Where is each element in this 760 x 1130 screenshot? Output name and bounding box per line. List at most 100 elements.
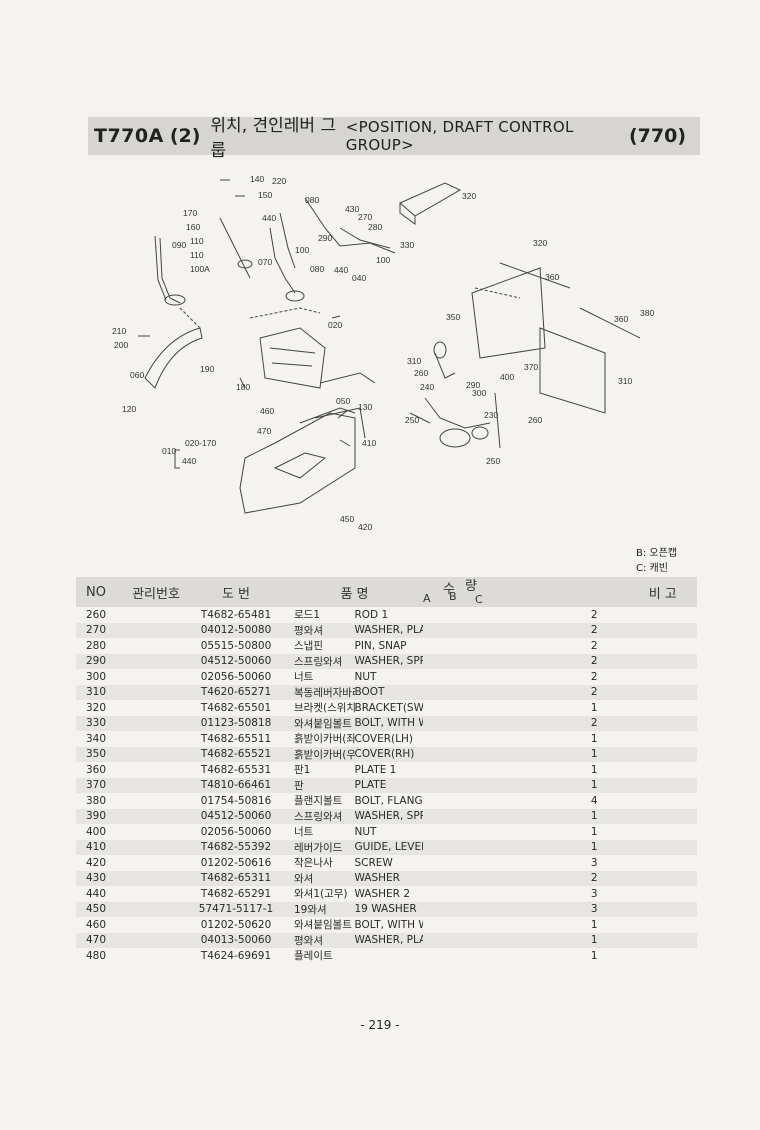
cell-qty-c: 3 [590,887,598,900]
cell-mgmt-no [126,948,186,964]
cell-mgmt-no [126,700,186,716]
diagram-callouts: 140 220 150 170 160 090 110 110 100A 440… [112,174,654,532]
col-no: NO [76,577,126,607]
cell-qty-c: 1 [590,732,598,745]
cell-qty-b [491,870,560,886]
cell-qty-b [491,715,560,731]
svg-text:250: 250 [405,415,419,425]
cell-no: 390 [76,808,126,824]
cell-name-korean: 와셔 [286,870,355,886]
cell-no: 340 [86,732,107,745]
svg-text:110: 110 [190,236,204,246]
cell-qty-c: 1 [590,763,598,776]
cell-name-english: WASHER, PLAIN [354,622,423,638]
cell-name-korean: 너트 [294,826,314,839]
cell-mgmt-no [126,715,186,731]
svg-text:060: 060 [130,370,144,380]
cell-remarks [629,669,698,685]
cell-qty-a [423,948,492,964]
page-subcode: (2) [169,125,201,147]
cell-remarks [629,793,698,809]
cell-name-korean: 플레이트 [294,950,333,963]
page-code: T770A [94,125,164,147]
cell-name-korean: 판1 [294,764,311,777]
cell-name-korean: 평와셔 [286,622,355,638]
cell-name-korean: 평와셔 [286,932,355,948]
svg-text:110: 110 [190,250,204,260]
cell-name-english: WASHER 2 [354,887,411,900]
cell-qty-b [492,669,561,685]
cell-no: 330 [76,715,126,731]
cell-remarks [628,839,697,855]
cell-qty-a [423,793,492,809]
cell-qty-a [423,746,492,762]
cell-remarks [629,824,698,840]
cell-remarks [629,917,698,933]
cell-mgmt-no [126,653,186,669]
cell-name-english: NUT [354,670,377,683]
svg-text:170: 170 [183,208,197,218]
cell-qty-b [491,808,560,824]
cell-qty-b [492,824,561,840]
legend-c: C: 캐빈 [636,563,668,574]
cell-qty-a [423,669,492,685]
svg-text:100A: 100A [190,264,210,274]
cell-qty-a [423,901,492,917]
cell-remarks [628,622,697,638]
qty-col-b: B [449,590,457,603]
cell-remarks [629,855,698,871]
cell-remarks [629,700,698,716]
cell-name-english: PLATE [354,777,423,793]
cell-remarks [629,762,698,778]
page-number: - 219 - [360,1018,400,1032]
cell-qty-a [423,824,492,840]
cell-mgmt-no [126,731,186,747]
cell-qty-c: 1 [590,949,598,962]
cell-remarks [628,777,697,793]
cell-mgmt-no [126,932,186,948]
cell-name-korean: 와셔붙임볼트 [286,715,355,731]
svg-text:160: 160 [186,222,200,232]
cell-no: 350 [76,746,126,762]
cell-part-no: 57471-5117-1 [186,901,286,917]
svg-text:330: 330 [400,240,414,250]
svg-text:420: 420 [358,522,372,532]
cell-mgmt-no [126,762,186,778]
cell-no: 450 [76,901,126,917]
qty-label-1: 수 [443,582,455,597]
svg-text:090: 090 [172,240,186,250]
cell-qty-c: 4 [590,794,598,807]
cell-qty-b [491,622,560,638]
cell-qty-c: 1 [560,808,629,824]
cell-qty-c: 1 [590,701,598,714]
svg-text:440: 440 [334,265,348,275]
svg-text:440: 440 [262,213,276,223]
svg-text:440: 440 [182,456,196,466]
cell-part-no: 01202-50616 [200,856,272,869]
cell-remarks [629,607,698,623]
cell-name-english: WASHER, PLAIN [354,932,423,948]
cell-mgmt-no [126,839,186,855]
svg-text:290: 290 [318,233,332,243]
qty-col-a: A [423,592,431,605]
cell-qty-a [423,684,492,700]
svg-text:040: 040 [352,273,366,283]
cell-no: 440 [86,887,107,900]
exploded-parts-diagram: 140 220 150 170 160 090 110 110 100A 440… [100,168,700,538]
svg-text:240: 240 [420,382,434,392]
svg-text:360: 360 [545,272,559,282]
cell-name-korean: 판 [286,777,355,793]
cell-name-english: SCREW [354,856,393,869]
cell-name-english: BOOT [354,684,423,700]
cell-qty-c: 1 [560,932,629,948]
cell-remarks [628,746,697,762]
cell-name-english: PIN, SNAP [354,639,407,652]
cell-qty-c: 2 [590,639,598,652]
